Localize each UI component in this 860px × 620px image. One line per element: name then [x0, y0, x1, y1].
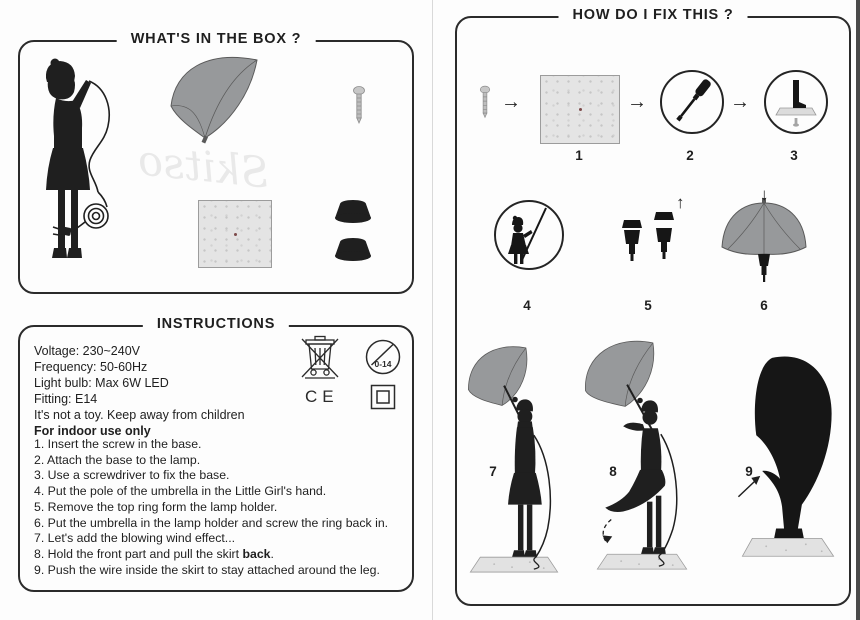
instruction-step-7: 7. Let's add the blowing wind effect... [34, 531, 236, 546]
step-8-text: 8. Hold the front part and pull the skir… [34, 546, 240, 561]
assembled-lamp-figure [467, 346, 559, 573]
weee-crossed-bin-icon [301, 335, 339, 379]
instruction-step-9: 9. Push the wire inside the skirt to sta… [34, 562, 380, 577]
instruction-step-4: 4. Put the pole of the umbrella in the L… [34, 484, 327, 499]
ce-mark: CE [305, 387, 339, 406]
step4-circle [494, 200, 564, 270]
right-arrow-icon: → [627, 91, 647, 113]
double-insulation-icon [370, 384, 396, 410]
instructions-panel: INSTRUCTIONS Voltage: 230~240V Frequency… [18, 316, 414, 592]
age-restriction-icon: 0-14 [365, 339, 401, 375]
step-8-period: . [270, 546, 274, 561]
instruction-step-2: 2. Attach the base to the lamp. [34, 452, 201, 467]
whats-in-the-box-panel: WHAT'S IN THE BOX ? Skitso [18, 31, 414, 294]
spec-list: Voltage: 230~240V Frequency: 50-60Hz Lig… [34, 343, 245, 439]
step-number-9: 9 [745, 464, 753, 479]
instruction-step-5: 5. Remove the top ring form the lamp hol… [34, 499, 278, 514]
step-number-7: 7 [489, 464, 497, 479]
spec-not-a-toy: It's not a toy. Keep away from children [34, 408, 245, 422]
instruction-step-1: 1. Insert the screw in the base. [34, 437, 202, 451]
up-arrow-icon: ↑ [676, 193, 685, 212]
indoor-use-note: For indoor use only [34, 424, 151, 438]
instructions-title: INSTRUCTIONS [142, 316, 290, 332]
umbrella-into-holder-icon [721, 198, 807, 282]
step3-circle [764, 70, 828, 134]
step-number-4: 4 [523, 298, 531, 313]
step-number-1: 1 [575, 148, 583, 163]
base-screw-hole [233, 232, 237, 236]
how-to-fix-panel: HOW DO I FIX THIS ? → 1 → [455, 7, 851, 606]
instruction-step-3: 3. Use a screwdriver to fix the base. [34, 468, 230, 483]
page-fold-line [432, 0, 433, 620]
screw-icon [479, 85, 491, 119]
little-girl-lamp-illustration [45, 58, 110, 258]
skirt-back-closeup-figure [737, 356, 835, 557]
tuck-wire-arrow [737, 475, 761, 498]
marble-base-part [198, 200, 272, 268]
girl-holding-pole-icon [508, 207, 547, 264]
base-screw-hole [578, 108, 582, 111]
spec-frequency: Frequency: 50-60Hz [34, 360, 148, 374]
step-number-6: 6 [760, 298, 768, 313]
screwdriver-icon [676, 79, 711, 122]
whats-in-the-box-title: WHAT'S IN THE BOX ? [116, 31, 316, 47]
step-number-8: 8 [609, 464, 617, 479]
instruction-step-6: 6. Put the umbrella in the lamp holder a… [34, 515, 389, 530]
age-restriction-label: 0-14 [374, 359, 391, 369]
step2-circle [660, 70, 724, 134]
lamp-holder-rings-icon [622, 212, 674, 261]
screw-part [353, 86, 365, 124]
instruction-step-8: 8. Hold the front part and pull the skir… [34, 547, 402, 563]
pull-skirt-dashed-arrow [602, 519, 612, 544]
wind-effect-figure [585, 340, 688, 570]
right-arrow-icon: → [501, 91, 521, 113]
spec-bulb: Light bulb: Max 6W LED [34, 376, 169, 390]
how-to-fix-title: HOW DO I FIX THIS ? [558, 7, 748, 23]
power-cord [52, 80, 110, 236]
step-number-3: 3 [790, 148, 798, 163]
step-8-bold-word: back [242, 546, 271, 561]
spec-voltage: Voltage: 230~240V [34, 344, 140, 358]
umbrella-canopy-part [170, 56, 258, 144]
right-page: HOW DO I FIX THIS ? → 1 → [432, 0, 860, 620]
left-page: WHAT'S IN THE BOX ? Skitso [18, 31, 414, 592]
assembly-steps-list: 1. Insert the screw in the base. 2. Atta… [34, 437, 402, 578]
step-number-5: 5 [644, 298, 652, 313]
scan-edge [856, 0, 860, 620]
step-number-2: 2 [686, 148, 694, 163]
spec-fitting: Fitting: E14 [34, 392, 98, 406]
down-arrow-icon: ↓ [760, 185, 769, 204]
right-arrow-icon: → [730, 91, 750, 113]
lamp-holder-rings-part [335, 200, 371, 261]
leg-on-base-icon [775, 80, 817, 127]
step1-marble-base [540, 75, 620, 144]
